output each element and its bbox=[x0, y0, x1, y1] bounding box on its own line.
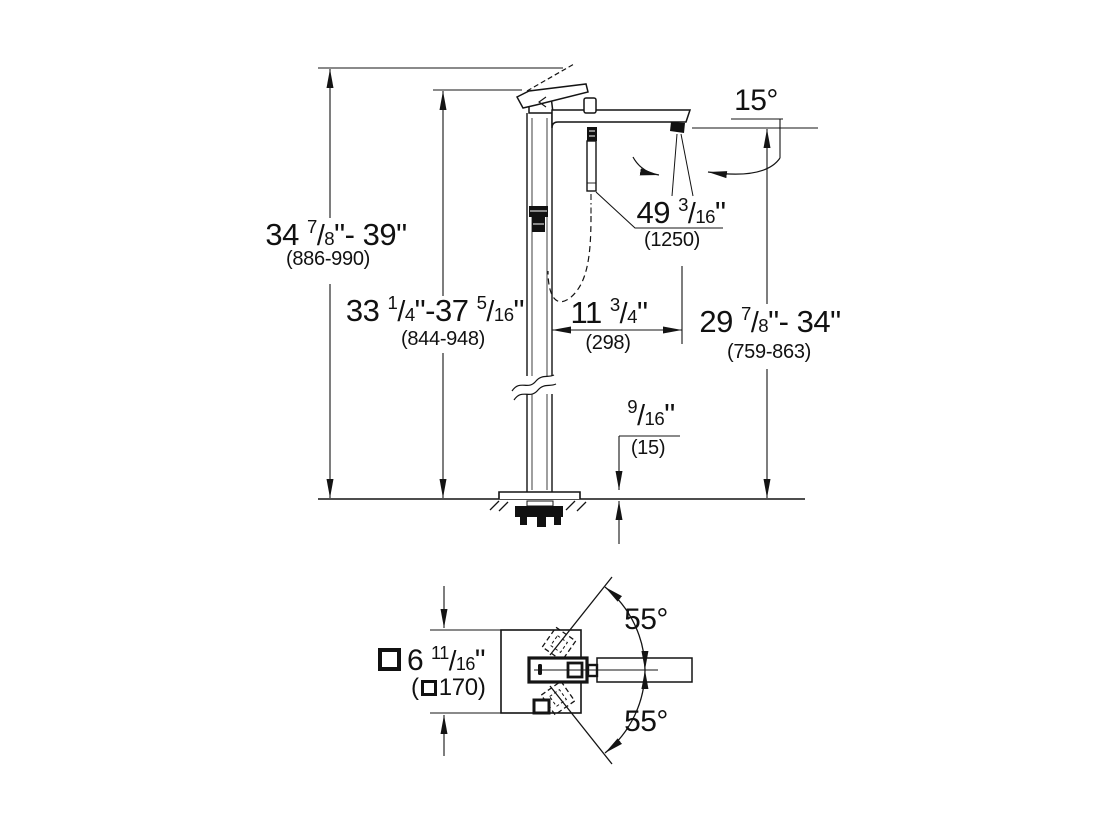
dim-body-height-inches: 33 1/4"-37 5/16" bbox=[345, 292, 525, 328]
hose-length-leader bbox=[595, 191, 723, 229]
dim-spout-reach-mm: (298) bbox=[585, 332, 631, 354]
shower-hose bbox=[547, 215, 592, 303]
dim-base-plate bbox=[615, 435, 680, 544]
dim-hose-length-inches: 49 3/16" bbox=[636, 194, 726, 230]
dim-footprint-mm: (170) bbox=[411, 674, 486, 701]
dim-hose-length-mm: (1250) bbox=[643, 229, 701, 251]
dim-spout-height-inches: 29 7/8"- 34" bbox=[699, 303, 841, 339]
dim-body-height bbox=[433, 89, 522, 498]
fixture-side-view bbox=[318, 63, 818, 544]
handle-detail bbox=[538, 96, 547, 108]
spray-angle-annotation bbox=[632, 118, 783, 197]
dim-total-height-inches: 34 7/8"- 39" bbox=[265, 216, 407, 252]
spout-arm bbox=[551, 109, 692, 129]
plan-holder-front bbox=[532, 698, 551, 715]
holder-swivel-upper-label: 55° bbox=[624, 603, 668, 636]
hand-shower-nut bbox=[587, 127, 597, 141]
dim-footprint-inches: 6 11/16" bbox=[378, 644, 486, 676]
square-section-symbol-small bbox=[420, 680, 437, 696]
base-plate bbox=[498, 491, 581, 499]
pipe-break-symbol bbox=[511, 374, 557, 401]
dim-body-height-mm: (844-948) bbox=[400, 328, 486, 350]
handle-raised-position bbox=[526, 63, 575, 92]
faucet-column-inner-lines bbox=[531, 118, 548, 490]
faucet-column bbox=[526, 113, 553, 492]
dim-spout-reach bbox=[552, 266, 683, 344]
holder-swivel-annotation bbox=[549, 576, 649, 765]
mounting-flange bbox=[515, 506, 563, 527]
square-section-symbol bbox=[378, 648, 401, 671]
dim-base-plate-inches: 9/16" bbox=[627, 396, 675, 432]
mounting-collar bbox=[526, 500, 554, 507]
dim-base-plate-mm: (15) bbox=[630, 437, 666, 459]
dim-spout-reach-inches: 11 3/4" bbox=[570, 294, 648, 330]
diverter-knob bbox=[583, 97, 597, 114]
dim-total-height bbox=[318, 67, 563, 498]
dim-footprint bbox=[430, 586, 501, 756]
dim-spout-height-mm: (759-863) bbox=[726, 341, 812, 363]
spout-swivel-angle-label: 15° bbox=[734, 84, 778, 117]
holder-swivel-lower-label: 55° bbox=[624, 705, 668, 738]
aerator bbox=[670, 122, 685, 133]
dim-spout-height bbox=[692, 127, 818, 498]
hand-shower bbox=[586, 140, 597, 192]
fixture-plan-view bbox=[430, 576, 693, 765]
dim-total-height-mm: (886-990) bbox=[285, 248, 371, 270]
lever-handle bbox=[515, 83, 589, 109]
floor-hatch bbox=[489, 500, 587, 512]
